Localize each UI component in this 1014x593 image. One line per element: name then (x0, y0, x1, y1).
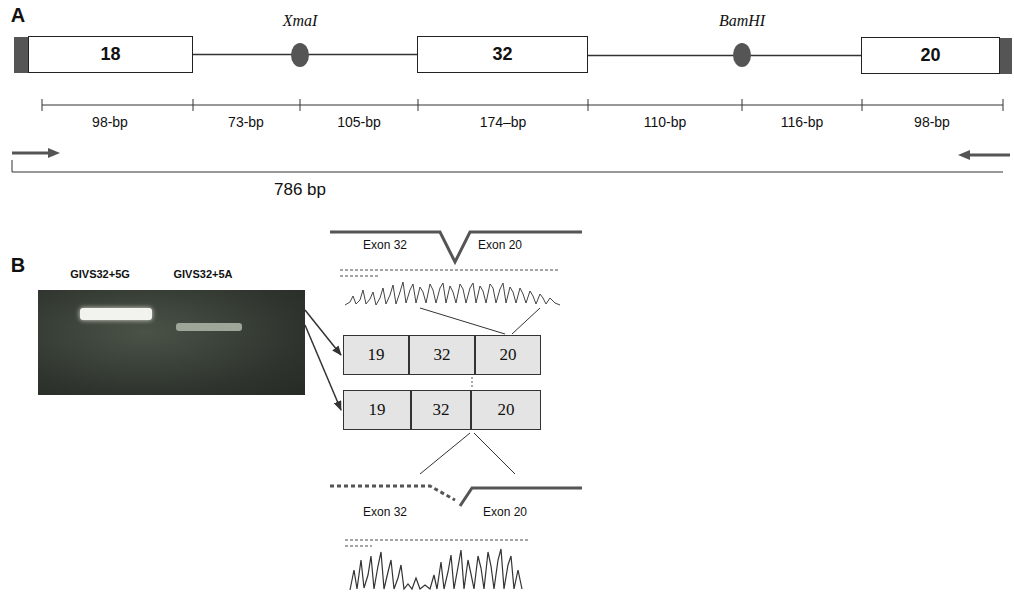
transcript-exon: 20 (471, 390, 541, 430)
exon-box: 20 (861, 37, 1000, 74)
chromatogram (345, 282, 560, 305)
lane-label: GIVS32+5G (70, 268, 130, 280)
gel-image: GIVS32+5G GIVS32+5A (38, 268, 305, 395)
leader-line (420, 433, 515, 474)
exon-label: Exon 20 (476, 239, 524, 253)
sequence-trace-text (340, 270, 560, 276)
exon-number: 20 (500, 345, 517, 365)
dimension-label: 110-bp (644, 114, 687, 130)
exon-number: 20 (920, 45, 940, 66)
exon-number: 32 (433, 400, 450, 420)
size-label: 786 bp (274, 180, 326, 200)
exon-label: Exon 20 (481, 506, 529, 520)
restriction-site (291, 43, 309, 67)
transcript-exon: 20 (475, 335, 541, 375)
gel-band (80, 308, 152, 320)
transcript-exon: 32 (409, 335, 475, 375)
exon-label: Exon 32 (361, 506, 409, 520)
exon-box: 18 (28, 36, 193, 73)
leader-line (420, 308, 540, 334)
enzyme-name: BamHI (719, 12, 765, 30)
exon-number: 32 (434, 345, 451, 365)
vector-block (1000, 38, 1012, 74)
exon-number: 19 (368, 345, 385, 365)
junction-dotted (472, 377, 473, 388)
dimension-label: 73-bp (228, 114, 264, 130)
panel-letter: B (11, 254, 25, 277)
gel-band (176, 323, 242, 331)
pointer-arrow (305, 310, 341, 355)
restriction-site (733, 43, 751, 67)
exon-label: Exon 32 (361, 239, 409, 253)
dimension-label: 105-bp (337, 114, 381, 130)
enzyme-name: XmaI (283, 12, 318, 30)
dimension-label: 98-bp (92, 114, 128, 130)
junction-sketch (460, 488, 582, 506)
transcript-exon: 19 (343, 335, 409, 375)
panel-letter: A (11, 4, 25, 27)
vector-block (14, 37, 28, 73)
dimension-label: 116-bp (781, 114, 824, 130)
dimension-label: 98-bp (914, 114, 950, 130)
chromatogram (350, 549, 522, 590)
intron-line (588, 55, 861, 56)
sequence-trace-text (345, 540, 530, 546)
amplicon-bracket (12, 160, 1003, 172)
dimension-label: 174–bp (480, 114, 527, 130)
transcript-exon: 32 (411, 390, 471, 430)
exon-box: 32 (417, 36, 588, 73)
pointer-arrow (305, 325, 341, 410)
exon-number: 19 (369, 400, 386, 420)
exon-number: 18 (100, 44, 120, 65)
primer-arrow (12, 148, 1010, 160)
junction-sketch (330, 232, 582, 262)
transcript-exon: 19 (343, 390, 411, 430)
gel-panel (38, 290, 305, 395)
lane-label: GIVS32+5A (173, 268, 232, 280)
exon-number: 32 (492, 44, 512, 65)
skipped-segment (330, 486, 455, 500)
exon-number: 20 (498, 400, 515, 420)
dimension-line (42, 99, 1003, 111)
